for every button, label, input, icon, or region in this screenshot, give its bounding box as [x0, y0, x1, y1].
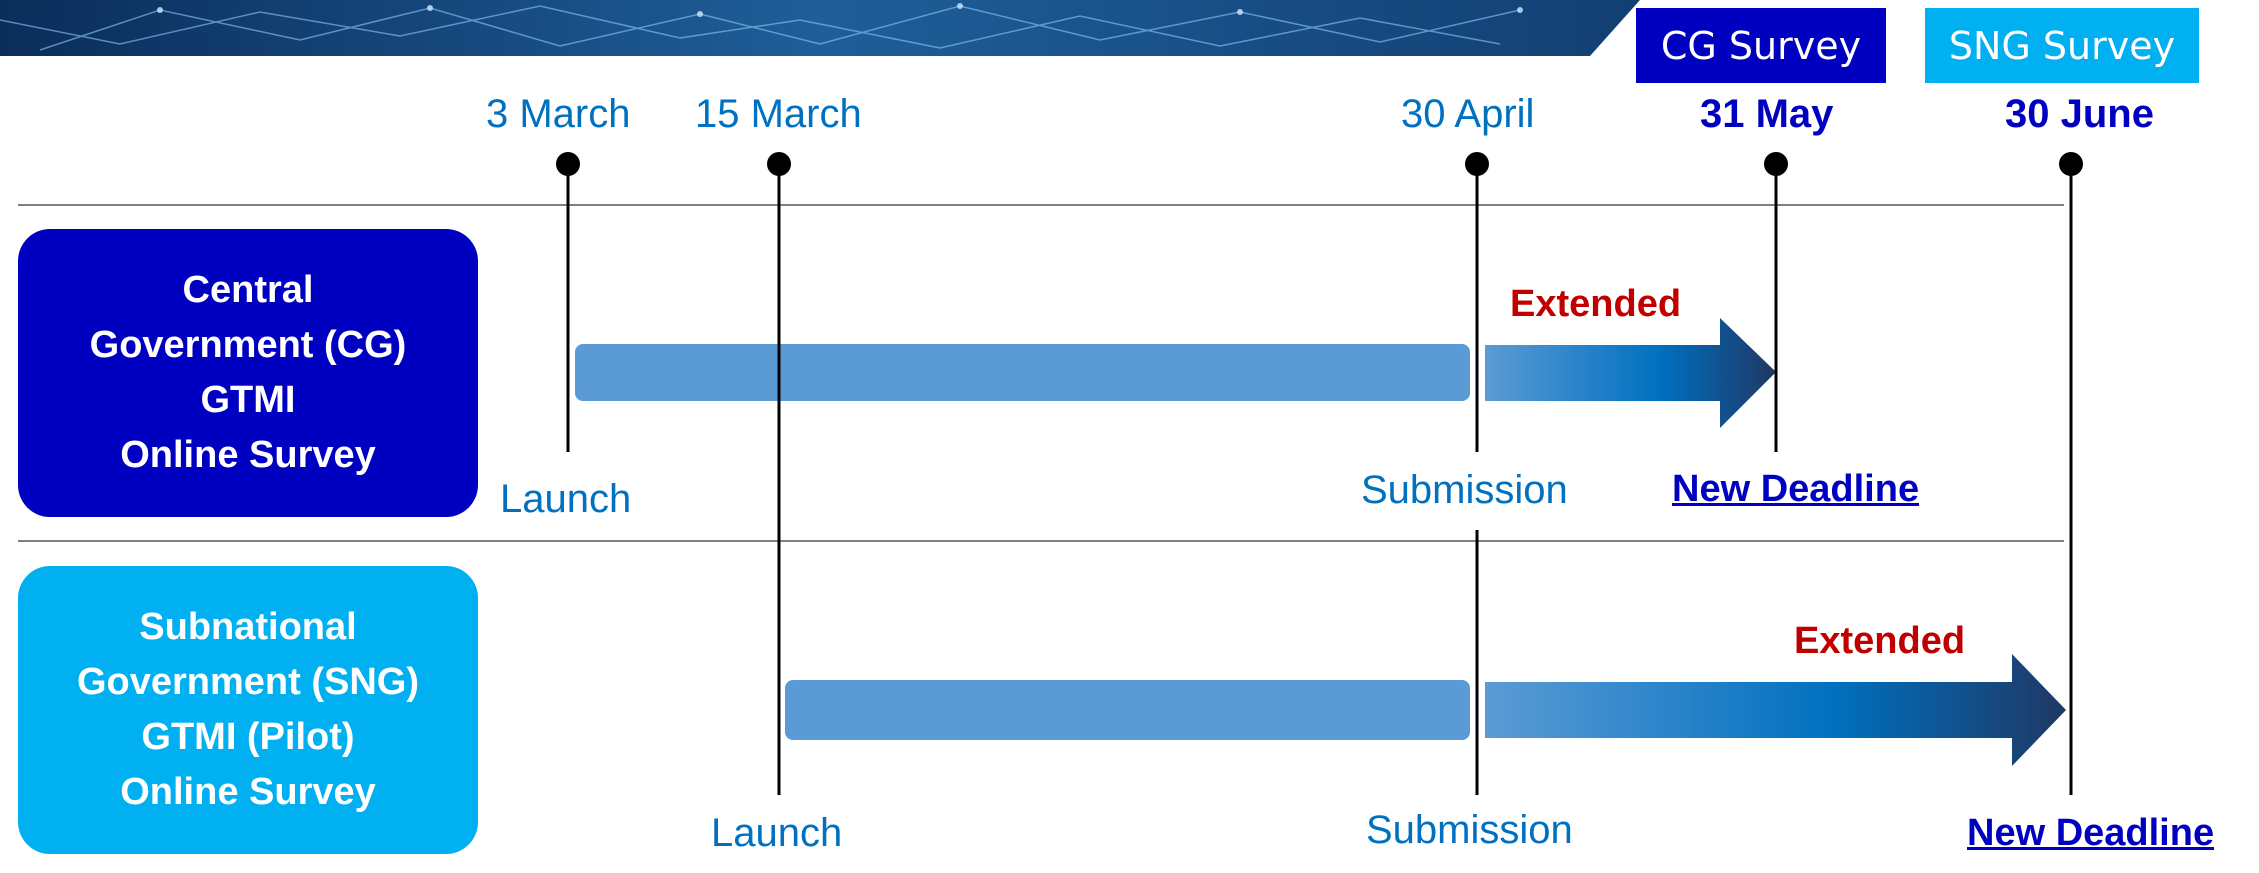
cg-survey-period-bar [575, 344, 1470, 401]
sng-survey-legend-tag: SNG Survey [1925, 8, 2199, 83]
cg-title-line-3: GTMI [200, 379, 296, 421]
cg-extension-arrow [1485, 318, 1776, 428]
date-label-15-march: 15 March [695, 92, 862, 136]
cg-launch-label: Launch [500, 477, 632, 521]
header-banner-image [0, 0, 1640, 56]
sng-title-line-2: Government (SNG) [76, 661, 420, 703]
sng-submission-label: Submission [1366, 808, 1573, 852]
cg-title-line-4: Online Survey [120, 434, 376, 476]
sng-survey-period-bar [785, 680, 1470, 740]
sng-survey-row-label: Subnational Government (SNG) GTMI (Pilot… [18, 566, 478, 854]
cg-extended-label: Extended [1510, 283, 1682, 325]
milestone-dot-30-april [1465, 152, 1489, 176]
cg-survey-legend-tag: CG Survey [1636, 8, 1886, 83]
cg-title-line-1: Central [182, 269, 314, 311]
date-label-30-june: 30 June [2005, 92, 2154, 136]
date-label-3-march: 3 March [486, 92, 631, 136]
cg-title-line-2: Government (CG) [89, 324, 407, 366]
sng-extension-arrow [1485, 654, 2066, 766]
milestone-dot-31-may [1764, 152, 1788, 176]
date-label-30-april: 30 April [1401, 92, 1535, 136]
date-label-31-may: 31 May [1700, 92, 1834, 136]
sng-launch-label: Launch [711, 811, 843, 855]
sng-title-line-1: Subnational [139, 606, 357, 648]
cg-survey-row-label: Central Government (CG) GTMI Online Surv… [18, 229, 478, 517]
milestone-dot-30-june [2059, 152, 2083, 176]
sng-title-line-3: GTMI (Pilot) [141, 716, 355, 758]
sng-title-line-4: Online Survey [120, 771, 376, 813]
cg-new-deadline-link[interactable]: New Deadline [1672, 468, 1920, 510]
sng-extended-label: Extended [1794, 620, 1966, 662]
cg-submission-label: Submission [1361, 468, 1568, 512]
milestone-dot-3-march [556, 152, 580, 176]
sng-new-deadline-link[interactable]: New Deadline [1967, 812, 2215, 854]
milestone-dot-15-march [767, 152, 791, 176]
